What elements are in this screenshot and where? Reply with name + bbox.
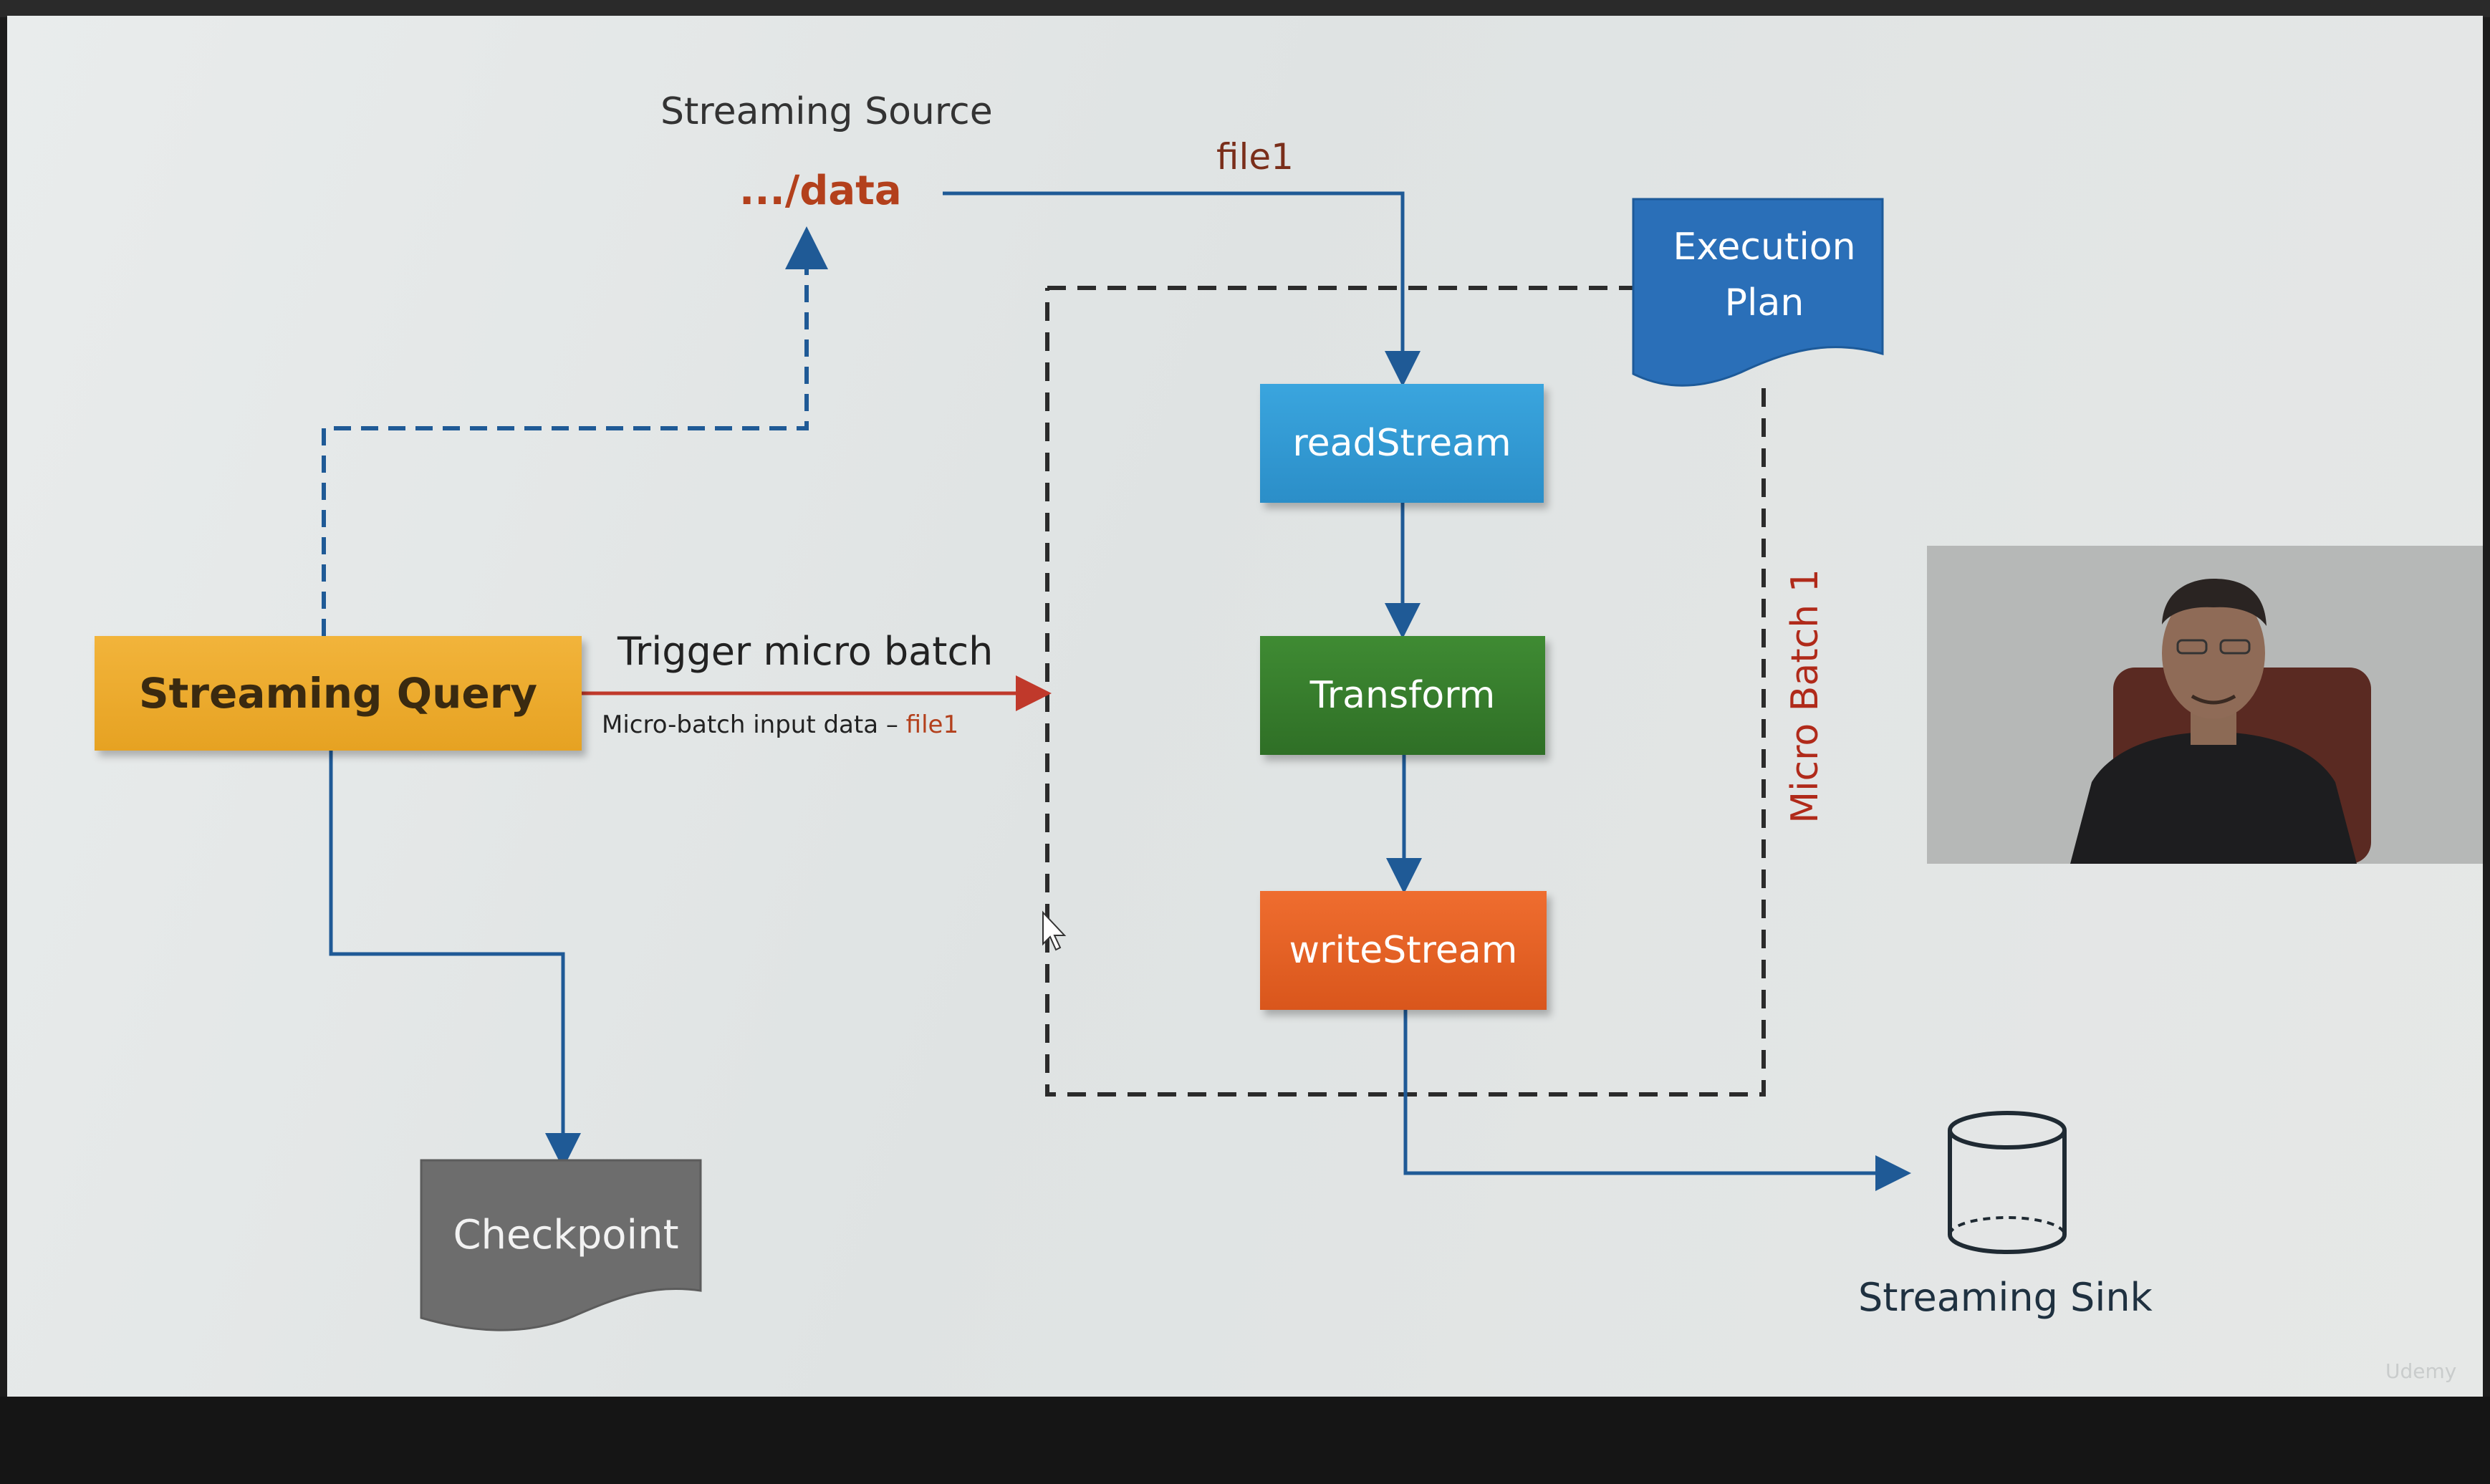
trigger-label: Trigger micro batch <box>617 629 994 674</box>
streaming-sink-cylinder <box>1948 1111 2067 1254</box>
streaming-sink-label: Streaming Sink <box>1858 1275 2153 1320</box>
monitor-bezel-bottom <box>0 1397 2490 1484</box>
streaming-query-box: Streaming Query <box>95 636 582 751</box>
writestream-to-sink-arrow <box>1403 1010 1911 1191</box>
file-label: file1 <box>1216 136 1294 178</box>
readstream-box: readStream <box>1260 384 1544 503</box>
transform-box: Transform <box>1260 636 1545 755</box>
source-to-readstream-arrow <box>943 191 1421 387</box>
input-data-label: Micro-batch input data – file1 <box>602 710 958 739</box>
query-to-source-dashed-link <box>322 226 828 636</box>
writestream-box: writeStream <box>1260 891 1547 1010</box>
presenter-webcam <box>1927 546 2483 864</box>
monitor-bezel-top <box>0 0 2490 17</box>
streaming-source-label: Streaming Source <box>660 90 993 133</box>
mouse-cursor-icon <box>1042 910 1067 951</box>
query-to-checkpoint-arrow <box>329 751 581 1169</box>
checkpoint-shape <box>420 1159 702 1331</box>
diagram-canvas <box>322 191 2067 1331</box>
checkpoint-label: Checkpoint <box>453 1212 679 1258</box>
source-path-label: .../data <box>739 168 902 214</box>
input-data-text: Micro-batch input data – <box>602 710 906 739</box>
presenter-image <box>1927 546 2483 864</box>
micro-batch-label: Micro Batch 1 <box>1784 569 1827 824</box>
udemy-watermark: Udemy <box>2385 1359 2457 1383</box>
slide-screen: Streaming Source .../data file1 Executio… <box>7 16 2483 1397</box>
input-data-file: file1 <box>905 710 959 739</box>
execution-plan-shape <box>1632 198 1884 387</box>
